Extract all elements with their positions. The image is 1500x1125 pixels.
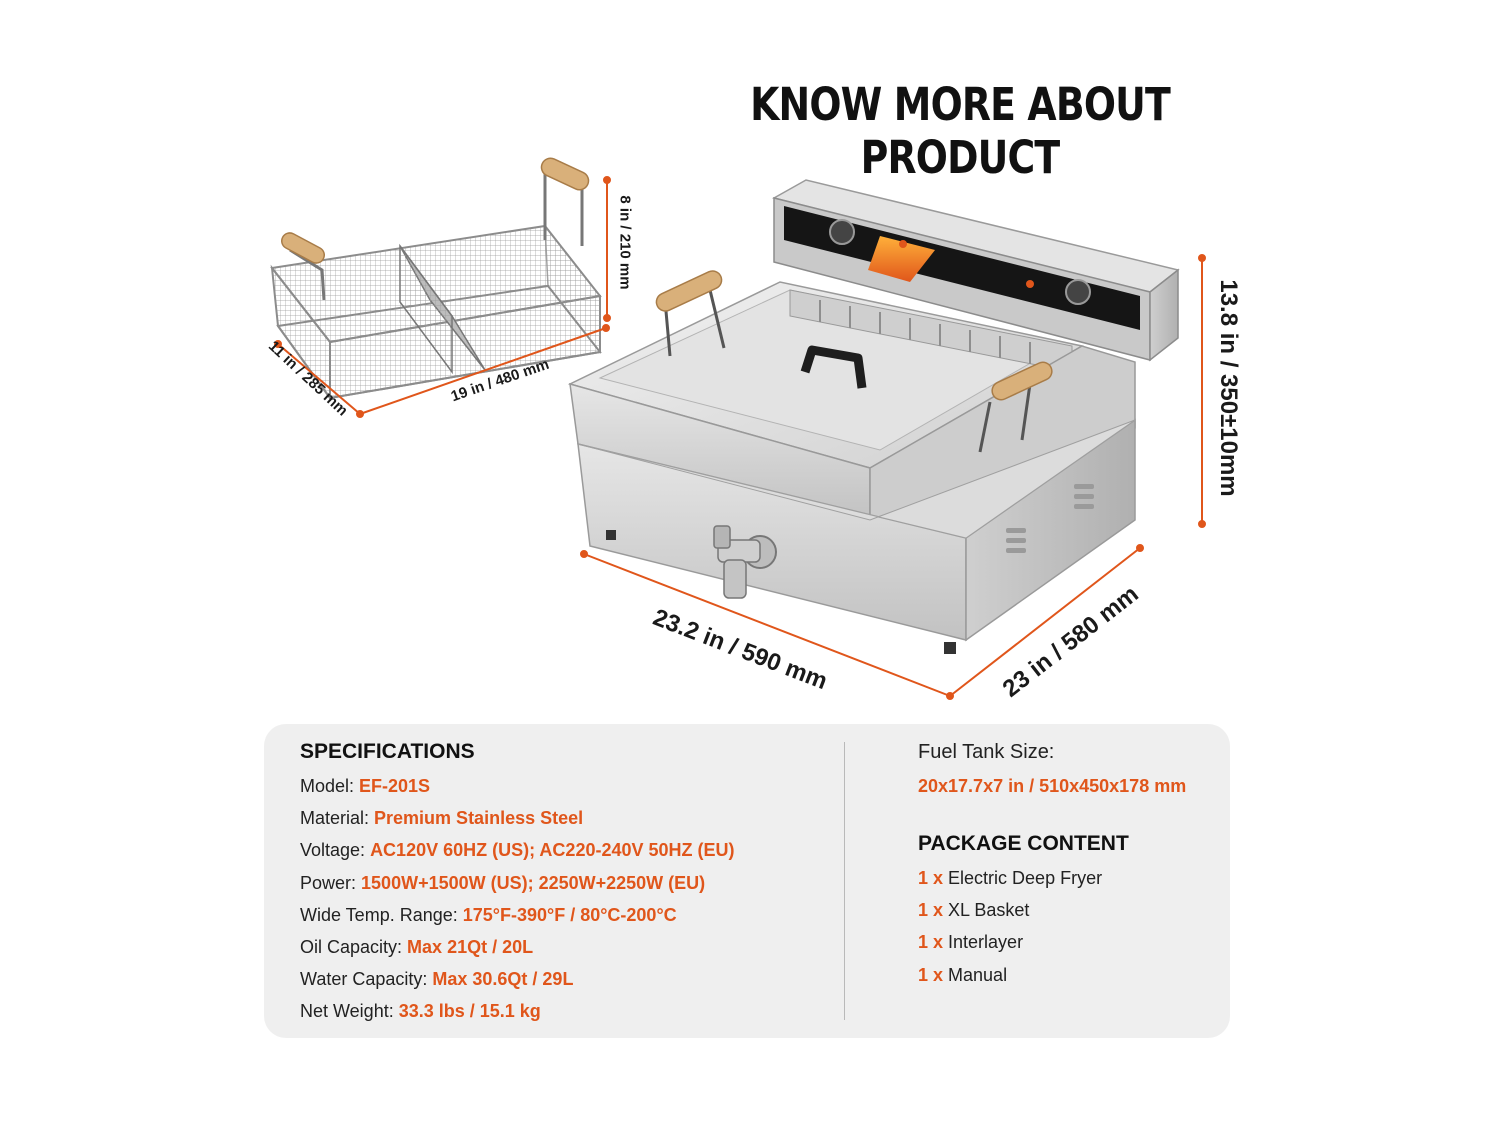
spec-row-temp-range: Wide Temp. Range: 175°F-390°F / 80°C-200… <box>300 899 735 931</box>
spec-value: Max 30.6Qt / 29L <box>432 969 574 990</box>
fuel-tank-value: 20x17.7x7 in / 510x450x178 mm <box>918 776 1187 796</box>
spec-row-material: Material: Premium Stainless Steel <box>300 802 735 834</box>
spec-row-voltage: Voltage: AC120V 60HZ (US); AC220-240V 50… <box>300 834 735 866</box>
spec-label: Voltage: <box>300 840 371 861</box>
package-item: 1 x Manual <box>918 959 1186 991</box>
package-name: Manual <box>948 964 1008 985</box>
fryer-dimension-lines <box>580 254 1206 700</box>
spec-label: Net Weight: <box>300 1001 399 1022</box>
deep-fryer <box>567 179 1180 654</box>
package-item: 1 x Electric Deep Fryer <box>918 862 1186 894</box>
spec-row-oil-capacity: Oil Capacity: Max 21Qt / 20L <box>300 931 735 963</box>
specifications-column: SPECIFICATIONS Model: EF-201S Material: … <box>300 738 735 1028</box>
column-divider <box>844 742 845 1020</box>
package-item: 1 x XL Basket <box>918 894 1186 926</box>
specifications-title: SPECIFICATIONS <box>300 740 475 763</box>
fuel-tank-label: Fuel Tank Size: <box>918 741 1055 763</box>
spec-value: Premium Stainless Steel <box>374 808 584 829</box>
package-qty: 1 x <box>918 868 949 888</box>
package-qty: 1 x <box>918 964 949 985</box>
spec-row-net-weight: Net Weight: 33.3 lbs / 15.1 kg <box>300 995 735 1027</box>
spec-value: EF-201S <box>359 776 431 796</box>
spec-panel: SPECIFICATIONS Model: EF-201S Material: … <box>264 724 1230 1038</box>
package-title: PACKAGE CONTENT <box>918 832 1129 855</box>
basket-height-label: 8 in / 210 mm <box>616 195 634 290</box>
spec-label: Material: <box>300 808 375 829</box>
package-column: Fuel Tank Size: 20x17.7x7 in / 510x450x1… <box>918 738 1186 991</box>
package-qty: 1 x <box>918 932 949 953</box>
spec-value: Max 21Qt / 20L <box>407 937 534 958</box>
spec-label: Wide Temp. Range: <box>300 904 463 925</box>
package-name: Electric Deep Fryer <box>948 868 1103 888</box>
fryer-height-label: 13.8 in / 350±10mm <box>1215 279 1242 497</box>
basket-dimension-lines <box>274 176 611 418</box>
product-illustration <box>270 157 1206 700</box>
spec-label: Water Capacity: <box>300 969 433 990</box>
package-item: 1 x Interlayer <box>918 926 1186 958</box>
spec-label: Oil Capacity: <box>300 937 408 958</box>
spec-label: Power: <box>300 872 362 893</box>
spec-row-power: Power: 1500W+1500W (US); 2250W+2250W (EU… <box>300 867 735 899</box>
spec-row-water-capacity: Water Capacity: Max 30.6Qt / 29L <box>300 963 735 995</box>
spec-value: AC120V 60HZ (US); AC220-240V 50HZ (EU) <box>370 840 735 861</box>
package-name: XL Basket <box>948 900 1030 921</box>
spec-row-model: Model: EF-201S <box>300 770 735 802</box>
spec-label: Model: <box>300 776 360 796</box>
package-name: Interlayer <box>948 932 1024 953</box>
spec-value: 33.3 lbs / 15.1 kg <box>398 1001 541 1022</box>
spec-value: 1500W+1500W (US); 2250W+2250W (EU) <box>361 872 706 893</box>
package-qty: 1 x <box>918 900 949 921</box>
page-headline: KNOW MORE ABOUT PRODUCT <box>750 78 1171 184</box>
fryer-basket <box>270 157 602 402</box>
spec-value: 175°F-390°F / 80°C-200°C <box>462 904 677 925</box>
